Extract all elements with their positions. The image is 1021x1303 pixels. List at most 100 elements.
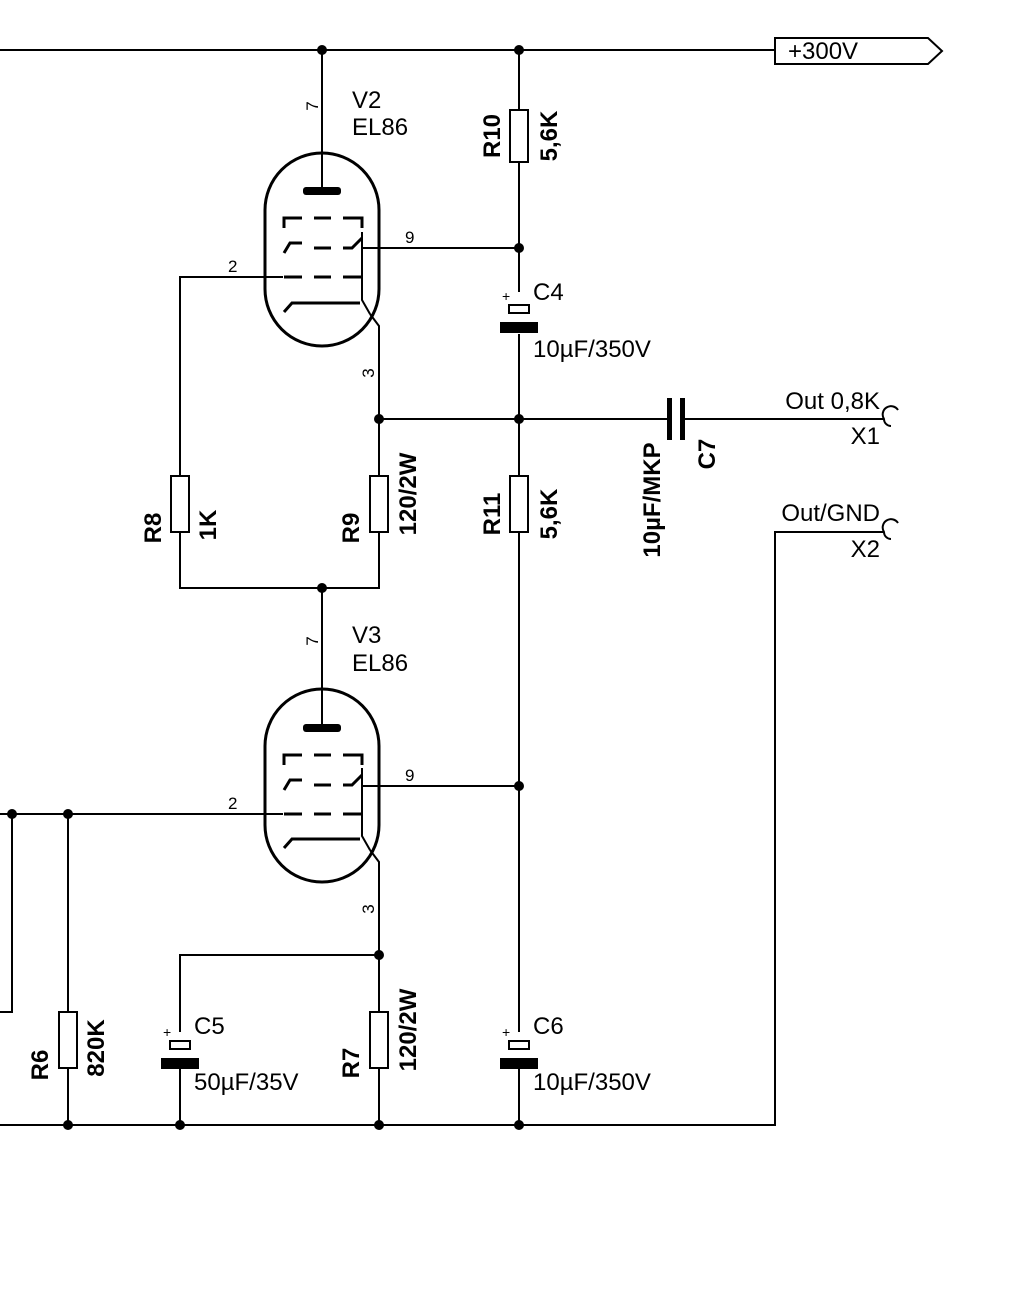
pin-grid: 2	[228, 257, 237, 276]
junctions	[7, 45, 524, 1130]
pin-anode: 7	[303, 636, 322, 645]
tube-ref: V2	[352, 87, 381, 114]
connector-x2: Out/GND X2	[781, 500, 899, 563]
connector-label: Out/GND	[781, 500, 880, 527]
capacitor-ref: C4	[533, 279, 564, 306]
junction-dot	[374, 414, 384, 424]
resistor-value: 120/2W	[395, 988, 422, 1071]
resistor-r9: R9 120/2W	[338, 452, 422, 543]
tube-v3: V3 EL86 7 9 2 3	[228, 622, 414, 914]
capacitor-positive-plate	[169, 1040, 191, 1050]
pin-anode: 7	[303, 101, 322, 110]
pin-screen: 9	[405, 766, 414, 785]
tube-cathode	[282, 837, 360, 849]
capacitor-positive-plate	[508, 1040, 530, 1050]
tube-type: EL86	[352, 114, 408, 141]
resistor-r8: R8 1K	[140, 475, 222, 544]
capacitor-negative-plate	[500, 1058, 538, 1069]
capacitor-ref: C7	[694, 439, 721, 470]
tube-screen-grid	[282, 773, 364, 791]
capacitor-polarity: +	[502, 1024, 510, 1040]
resistor-ref: R8	[140, 513, 167, 544]
tube-envelope	[263, 687, 381, 884]
junction-dot	[317, 583, 327, 593]
resistor-r11: R11 5,6K	[479, 475, 563, 539]
connector-ref: X1	[851, 423, 880, 450]
resistor-value: 1K	[195, 509, 222, 540]
power-rail-label: +300V	[774, 37, 944, 65]
resistor-ref: R11	[479, 493, 506, 536]
junction-dot	[374, 950, 384, 960]
tube-suppressor-grid	[282, 216, 364, 228]
resistor-body	[58, 1011, 78, 1069]
junction-dot	[374, 1120, 384, 1130]
pin-screen: 9	[405, 228, 414, 247]
resistor-body	[369, 475, 389, 533]
capacitor-c4: + C4 10µF/350V	[500, 279, 651, 363]
junction-dot	[514, 414, 524, 424]
tube-v2: V2 EL86 7 9 2 3	[228, 87, 414, 378]
capacitor-value: 10µF/MKP	[639, 442, 666, 557]
tube-cathode	[282, 301, 360, 313]
junction-dot	[7, 809, 17, 819]
wires	[0, 49, 884, 1126]
pin-cathode: 3	[359, 368, 378, 377]
capacitor-negative-plate	[500, 322, 538, 333]
resistor-value: 5,6K	[536, 488, 563, 539]
resistor-r6: R6 820K	[27, 1011, 110, 1080]
c5-top-wire	[179, 954, 379, 1032]
capacitor-c6: + C6 10µF/350V	[500, 1013, 651, 1096]
connector-x1: Out 0,8K X1	[785, 388, 899, 450]
tube-internal-link	[361, 768, 371, 851]
resistor-r7: R7 120/2W	[338, 988, 422, 1078]
capacitor-ref: C5	[194, 1013, 225, 1040]
tube-anode-plate	[303, 724, 341, 732]
capacitor-value: 10µF/350V	[533, 336, 651, 363]
capacitor-c5: + C5 50µF/35V	[161, 1013, 299, 1096]
capacitor-plate	[667, 398, 672, 440]
capacitor-value: 10µF/350V	[533, 1069, 651, 1096]
tube-ref: V3	[352, 622, 381, 649]
resistor-body	[170, 475, 190, 533]
junction-dot	[514, 781, 524, 791]
resistor-ref: R9	[338, 513, 365, 544]
capacitor-c7: C7 10µF/MKP	[639, 398, 721, 558]
resistor-value: 5,6K	[536, 110, 563, 161]
resistor-body	[369, 1011, 389, 1069]
capacitor-polarity: +	[502, 288, 510, 304]
resistor-value: 820K	[83, 1019, 110, 1077]
connector-label: Out 0,8K	[785, 388, 880, 415]
rail-label: +300V	[788, 38, 858, 65]
junction-dot	[63, 809, 73, 819]
v2-cathode-wire	[369, 313, 380, 476]
tube-internal-link	[361, 232, 371, 315]
resistor-ref: R7	[338, 1048, 365, 1079]
v3-cathode-wire	[369, 849, 380, 1012]
resistor-body	[509, 475, 529, 533]
resistor-body	[509, 109, 529, 163]
capacitor-value: 50µF/35V	[194, 1069, 299, 1096]
v2-grid-wire	[179, 276, 283, 476]
resistor-r10: R10 5,6K	[479, 109, 563, 163]
junction-dot	[514, 45, 524, 55]
connector-terminal	[881, 405, 899, 427]
pin-grid: 2	[228, 794, 237, 813]
junction-dot	[175, 1120, 185, 1130]
capacitor-ref: C6	[533, 1013, 564, 1040]
tube-envelope	[263, 151, 381, 348]
tube-type: EL86	[352, 650, 408, 677]
capacitor-positive-plate	[508, 304, 530, 314]
left-branch-wire	[0, 814, 13, 1013]
r8-r9-bottom-wire	[179, 532, 380, 589]
ground-wire	[0, 531, 884, 1126]
junction-dot	[514, 243, 524, 253]
capacitor-polarity: +	[163, 1024, 171, 1040]
junction-dot	[514, 1120, 524, 1130]
capacitor-negative-plate	[161, 1058, 199, 1069]
tube-anode-plate	[303, 187, 341, 195]
junction-dot	[317, 45, 327, 55]
connector-terminal	[881, 518, 899, 540]
resistor-value: 120/2W	[395, 452, 422, 535]
tube-suppressor-grid	[282, 753, 364, 765]
capacitor-plate	[680, 398, 685, 440]
